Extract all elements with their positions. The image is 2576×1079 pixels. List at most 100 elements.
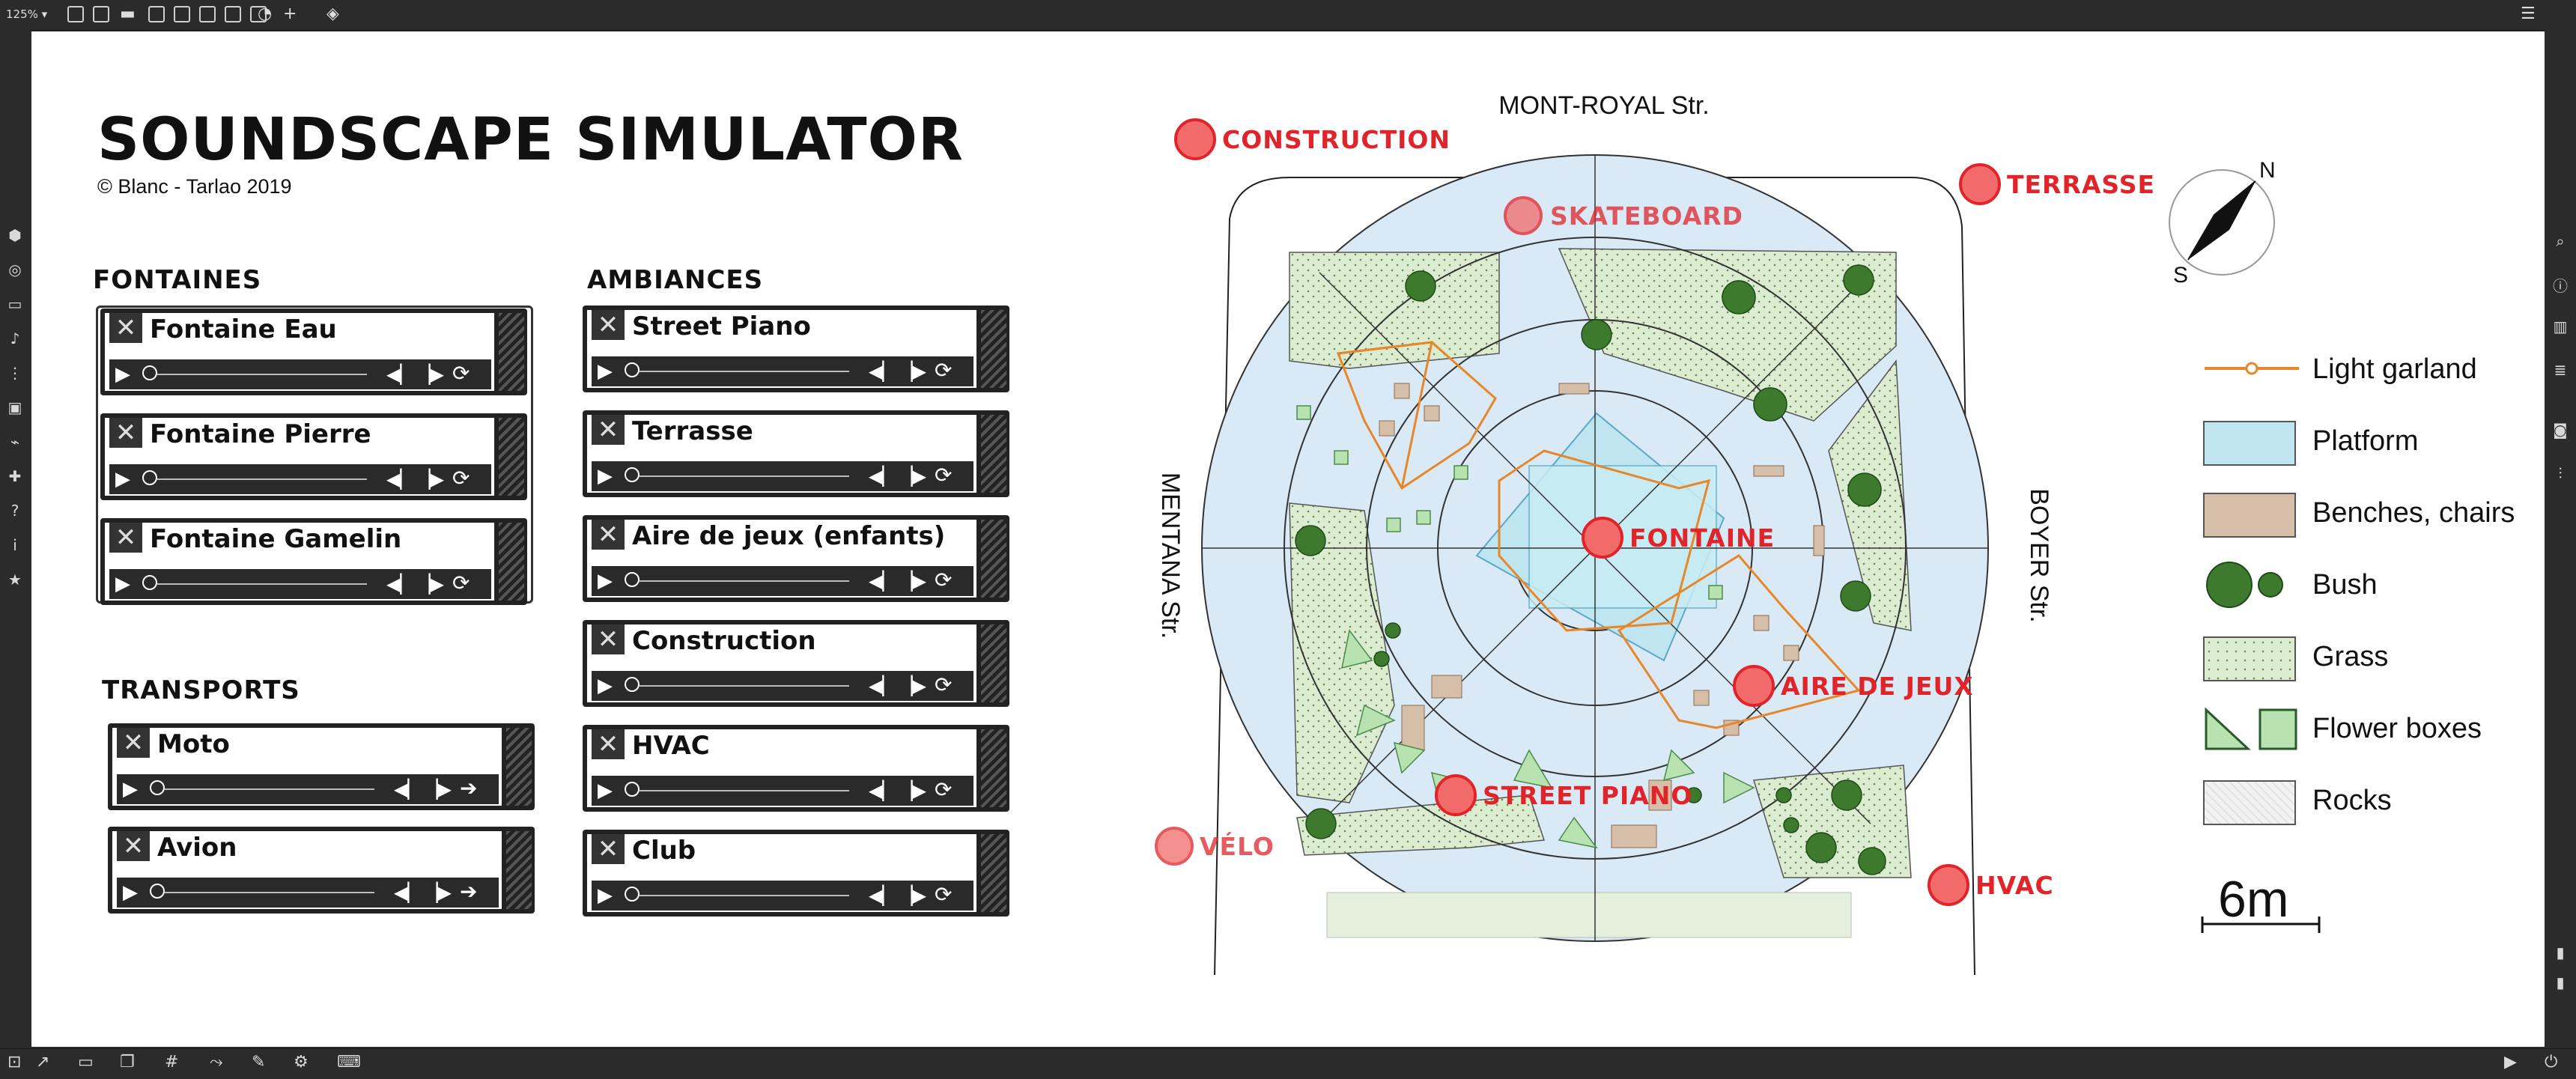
arrow-right-icon[interactable]: ➔: [460, 776, 478, 800]
play-icon[interactable]: ▶: [115, 468, 130, 490]
next-icon[interactable]: ▕▶: [899, 571, 926, 592]
previous-icon[interactable]: ◀▏: [394, 779, 422, 800]
camera-icon[interactable]: ◙: [2553, 421, 2568, 439]
target-icon[interactable]: ◎: [8, 261, 22, 279]
sound-source-street-piano[interactable]: STREET PIANO: [1435, 774, 1692, 816]
close-icon[interactable]: ✕: [592, 729, 625, 759]
help-icon[interactable]: ?: [10, 502, 19, 520]
next-icon[interactable]: ▕▶: [416, 469, 444, 490]
slider-track[interactable]: [640, 580, 849, 582]
position-slider[interactable]: [142, 575, 157, 590]
play-icon[interactable]: ▶: [598, 570, 613, 592]
next-icon[interactable]: ▕▶: [416, 364, 444, 385]
music-note-icon[interactable]: ♪: [10, 329, 20, 347]
previous-icon[interactable]: ◀▏: [869, 466, 896, 487]
next-icon[interactable]: ▕▶: [899, 361, 926, 382]
sound-source-construction[interactable]: CONSTRUCTION: [1174, 118, 1450, 160]
grid-icon[interactable]: #: [165, 1053, 179, 1072]
play-icon[interactable]: ▶: [123, 881, 138, 904]
next-icon[interactable]: ▕▶: [424, 882, 452, 903]
search-icon[interactable]: ⌕: [2556, 232, 2565, 250]
position-slider[interactable]: [625, 572, 640, 587]
puzzle-icon[interactable]: ✚: [8, 467, 22, 485]
message-icon[interactable]: ▬: [120, 4, 136, 23]
columns-icon[interactable]: ▥: [2553, 317, 2568, 335]
power-icon[interactable]: ⏻: [2545, 1053, 2558, 1072]
resize-handle[interactable]: [981, 834, 1006, 912]
slider-track[interactable]: [165, 788, 374, 790]
lock-icon[interactable]: ⊡: [7, 1053, 22, 1072]
sound-source-hvac[interactable]: HVAC: [1928, 864, 2054, 906]
loop-icon[interactable]: ⟳: [935, 568, 953, 592]
previous-icon[interactable]: ◀▏: [869, 675, 896, 696]
previous-icon[interactable]: ◀▏: [869, 571, 896, 592]
slider-track[interactable]: [157, 374, 367, 375]
play-icon[interactable]: ▶: [598, 675, 613, 697]
play-icon[interactable]: ▶: [598, 360, 613, 383]
zoom-dropdown[interactable]: 125% ▾: [6, 7, 48, 21]
previous-icon[interactable]: ◀▏: [386, 469, 414, 490]
resize-handle[interactable]: [499, 523, 524, 601]
panel-icon[interactable]: [67, 6, 84, 22]
resize-handle[interactable]: [499, 313, 524, 391]
play-icon[interactable]: ▶: [115, 573, 130, 595]
next-icon[interactable]: ▕▶: [424, 779, 452, 800]
number-box-icon[interactable]: [174, 6, 190, 22]
position-slider[interactable]: [142, 470, 157, 485]
slider-track[interactable]: [157, 478, 367, 480]
next-icon[interactable]: ▕▶: [416, 574, 444, 595]
play-icon[interactable]: ▶: [598, 465, 613, 487]
arrow-right-icon[interactable]: ➔: [460, 879, 478, 904]
position-slider[interactable]: [625, 782, 640, 797]
previous-icon[interactable]: ◀▏: [869, 780, 896, 801]
link-icon[interactable]: ⌁: [10, 433, 20, 451]
sound-source-terrasse[interactable]: TERRASSE: [1959, 163, 2155, 205]
position-slider[interactable]: [625, 887, 640, 902]
previous-icon[interactable]: ◀▏: [869, 885, 896, 906]
loop-icon[interactable]: ⟳: [452, 571, 470, 595]
slider-track[interactable]: [640, 371, 849, 372]
position-slider[interactable]: [142, 365, 157, 380]
package-icon[interactable]: ⬢: [8, 226, 22, 244]
resize-handle[interactable]: [506, 728, 532, 806]
loop-icon[interactable]: ⟳: [935, 777, 953, 802]
toggle-icon[interactable]: [148, 6, 165, 22]
button-icon[interactable]: [199, 6, 216, 22]
image-icon[interactable]: ▣: [7, 398, 22, 416]
play-icon[interactable]: ▶: [115, 363, 130, 386]
next-icon[interactable]: ▕▶: [899, 780, 926, 801]
close-icon[interactable]: ✕: [109, 523, 142, 553]
close-icon[interactable]: ✕: [592, 310, 625, 340]
loop-icon[interactable]: ⟳: [935, 358, 953, 383]
keyboard-icon[interactable]: ⌨: [337, 1053, 361, 1072]
resize-handle[interactable]: [981, 415, 1006, 493]
resize-handle[interactable]: [499, 418, 524, 496]
play-icon[interactable]: ▶: [598, 779, 613, 802]
park-map[interactable]: MONT-ROYAL Str. MENTANA Str. BOYER Str. …: [1080, 31, 2188, 1047]
play-icon[interactable]: ▶: [123, 778, 138, 800]
next-icon[interactable]: ▕▶: [899, 675, 926, 696]
previous-icon[interactable]: ◀▏: [869, 361, 896, 382]
slider-track[interactable]: [640, 895, 849, 896]
frame-icon[interactable]: ▭: [7, 295, 22, 313]
previous-icon[interactable]: ◀▏: [394, 882, 422, 903]
windows-icon[interactable]: ❐: [120, 1053, 135, 1072]
sound-source-skateboard[interactable]: SKATEBOARD: [1504, 196, 1743, 235]
resize-handle[interactable]: [981, 310, 1006, 388]
sound-source-aire-de-jeux[interactable]: AIRE DE JEUX: [1733, 665, 1974, 707]
chat-icon[interactable]: ▭: [78, 1053, 94, 1072]
slider-track[interactable]: [165, 892, 374, 893]
close-icon[interactable]: ✕: [592, 624, 625, 654]
position-slider[interactable]: [150, 884, 165, 899]
resize-handle[interactable]: [981, 729, 1006, 807]
list-icon[interactable]: [250, 6, 267, 22]
sound-source-velo[interactable]: VÉLO: [1155, 827, 1275, 866]
previous-icon[interactable]: ◀▏: [386, 574, 414, 595]
presentation-icon[interactable]: ↗: [36, 1053, 50, 1072]
autoroute-icon[interactable]: ⤳: [210, 1053, 223, 1072]
add-object-icon[interactable]: +: [283, 4, 297, 23]
next-icon[interactable]: ▕▶: [899, 466, 926, 487]
slider-track[interactable]: [640, 685, 849, 687]
next-icon[interactable]: ▕▶: [899, 885, 926, 906]
position-slider[interactable]: [150, 780, 165, 795]
